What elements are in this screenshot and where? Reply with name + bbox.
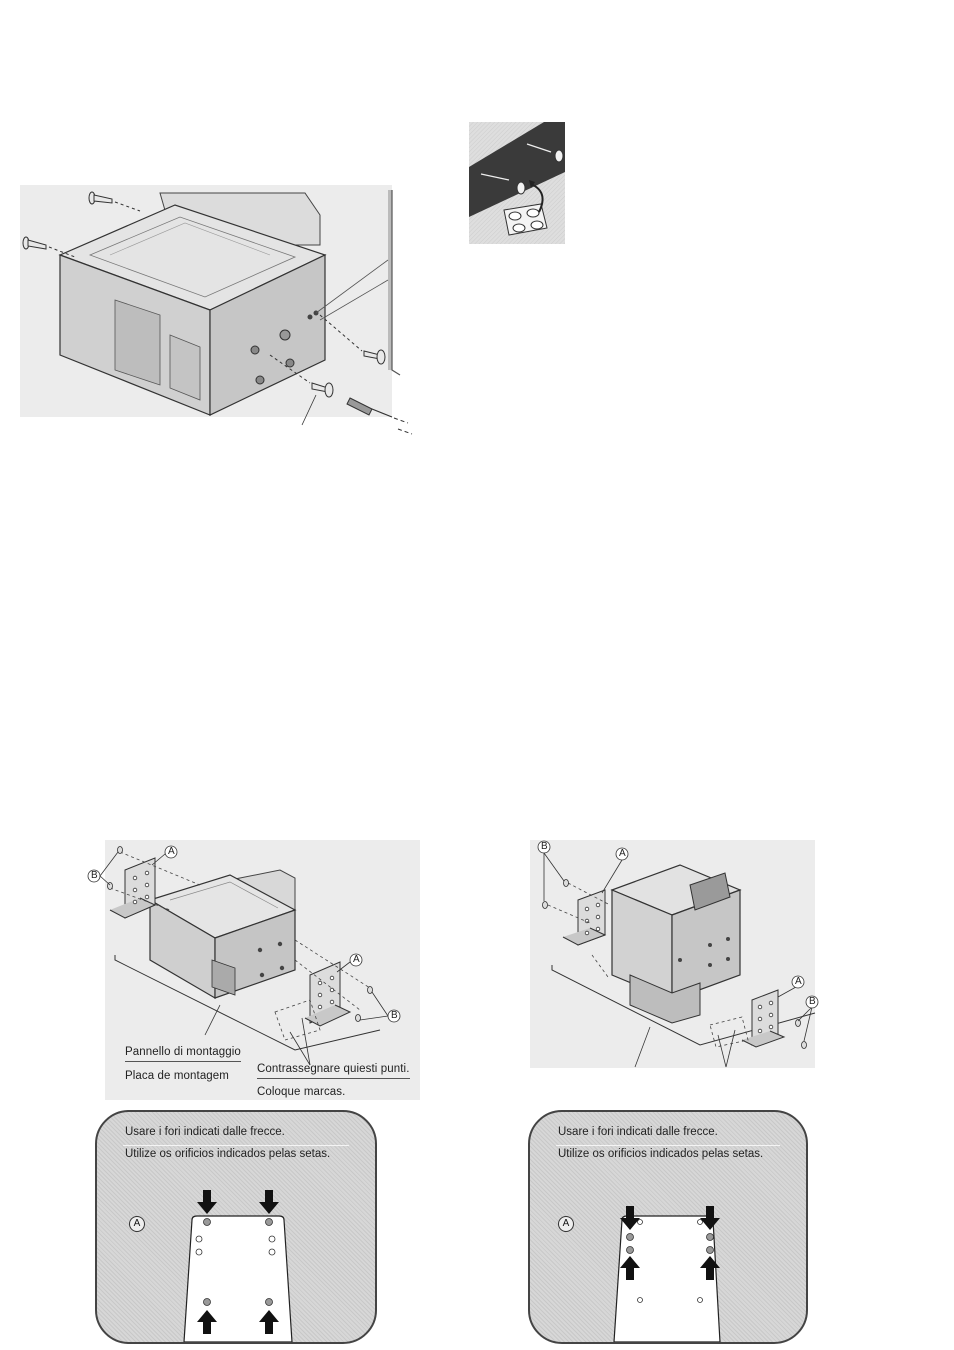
unit-screw-illustration [20,185,420,435]
bracket-hole-diagram-right [608,1182,738,1342]
callout-b-3: B [541,841,548,852]
mounting-panel-label-it: Pannello di montaggio [125,1046,241,1062]
instruction-right-it: Usare i fori indicati dalle frecce. [558,1126,718,1138]
bracket-hole-diagram-left [177,1182,307,1342]
grommet-detail-illustration [469,122,565,244]
bracket-label-right: A [558,1216,574,1232]
callout-b-2: B [391,1010,398,1021]
instruction-panel-right: Usare i fori indicati dalle frecce. Util… [528,1110,808,1344]
instruction-right-divider [556,1145,780,1146]
callout-b-4: B [809,996,816,1007]
callout-b-1: B [91,870,98,881]
mounting-panel-label-pt: Placa de montagem [125,1070,229,1082]
vertical-mounting-illustration: B A A B [530,835,820,1070]
instruction-left-pt: Utilize os orificios indicados pelas set… [125,1148,330,1160]
callout-a-1: A [168,846,175,857]
instruction-left-it: Usare i fori indicati dalle frecce. [125,1126,285,1138]
instruction-right-pt: Utilize os orificios indicados pelas set… [558,1148,763,1160]
mark-points-label-it: Contrassegnare quiesti punti. [257,1063,410,1079]
bracket-label-left: A [129,1216,145,1232]
callout-a-3: A [619,848,626,859]
instruction-left-divider [123,1145,349,1146]
callout-a-2: A [353,954,360,965]
callout-a-4: A [795,976,802,987]
instruction-panel-left: Usare i fori indicati dalle frecce. Util… [95,1110,377,1344]
mark-points-label-pt: Coloque marcas. [257,1086,345,1098]
